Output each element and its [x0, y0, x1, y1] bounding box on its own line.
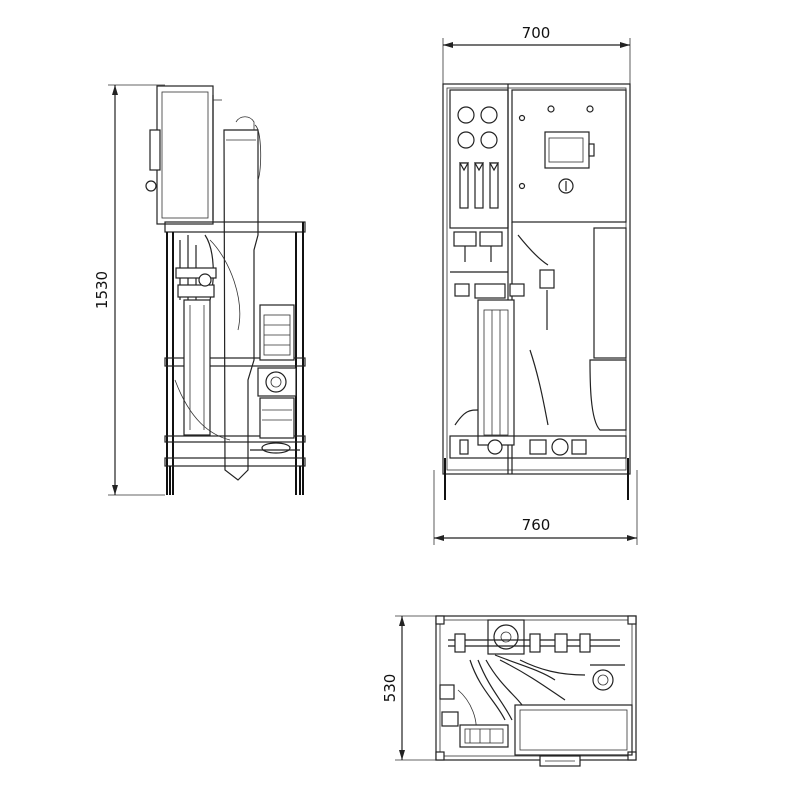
top-view: 530: [381, 615, 637, 767]
dimension-depth: 530: [381, 615, 436, 761]
dimension-height: 1530: [93, 84, 165, 496]
front-view: 700: [433, 24, 638, 545]
dimension-depth-label: 530: [381, 674, 399, 703]
dimension-width-bottom-label: 760: [522, 516, 551, 534]
dimension-width-top-label: 700: [522, 24, 551, 42]
dimension-width-bottom: 760: [433, 470, 638, 545]
side-view: 1530: [93, 84, 306, 496]
dimension-width-top: 700: [442, 24, 631, 84]
dimension-height-label: 1530: [93, 271, 111, 309]
